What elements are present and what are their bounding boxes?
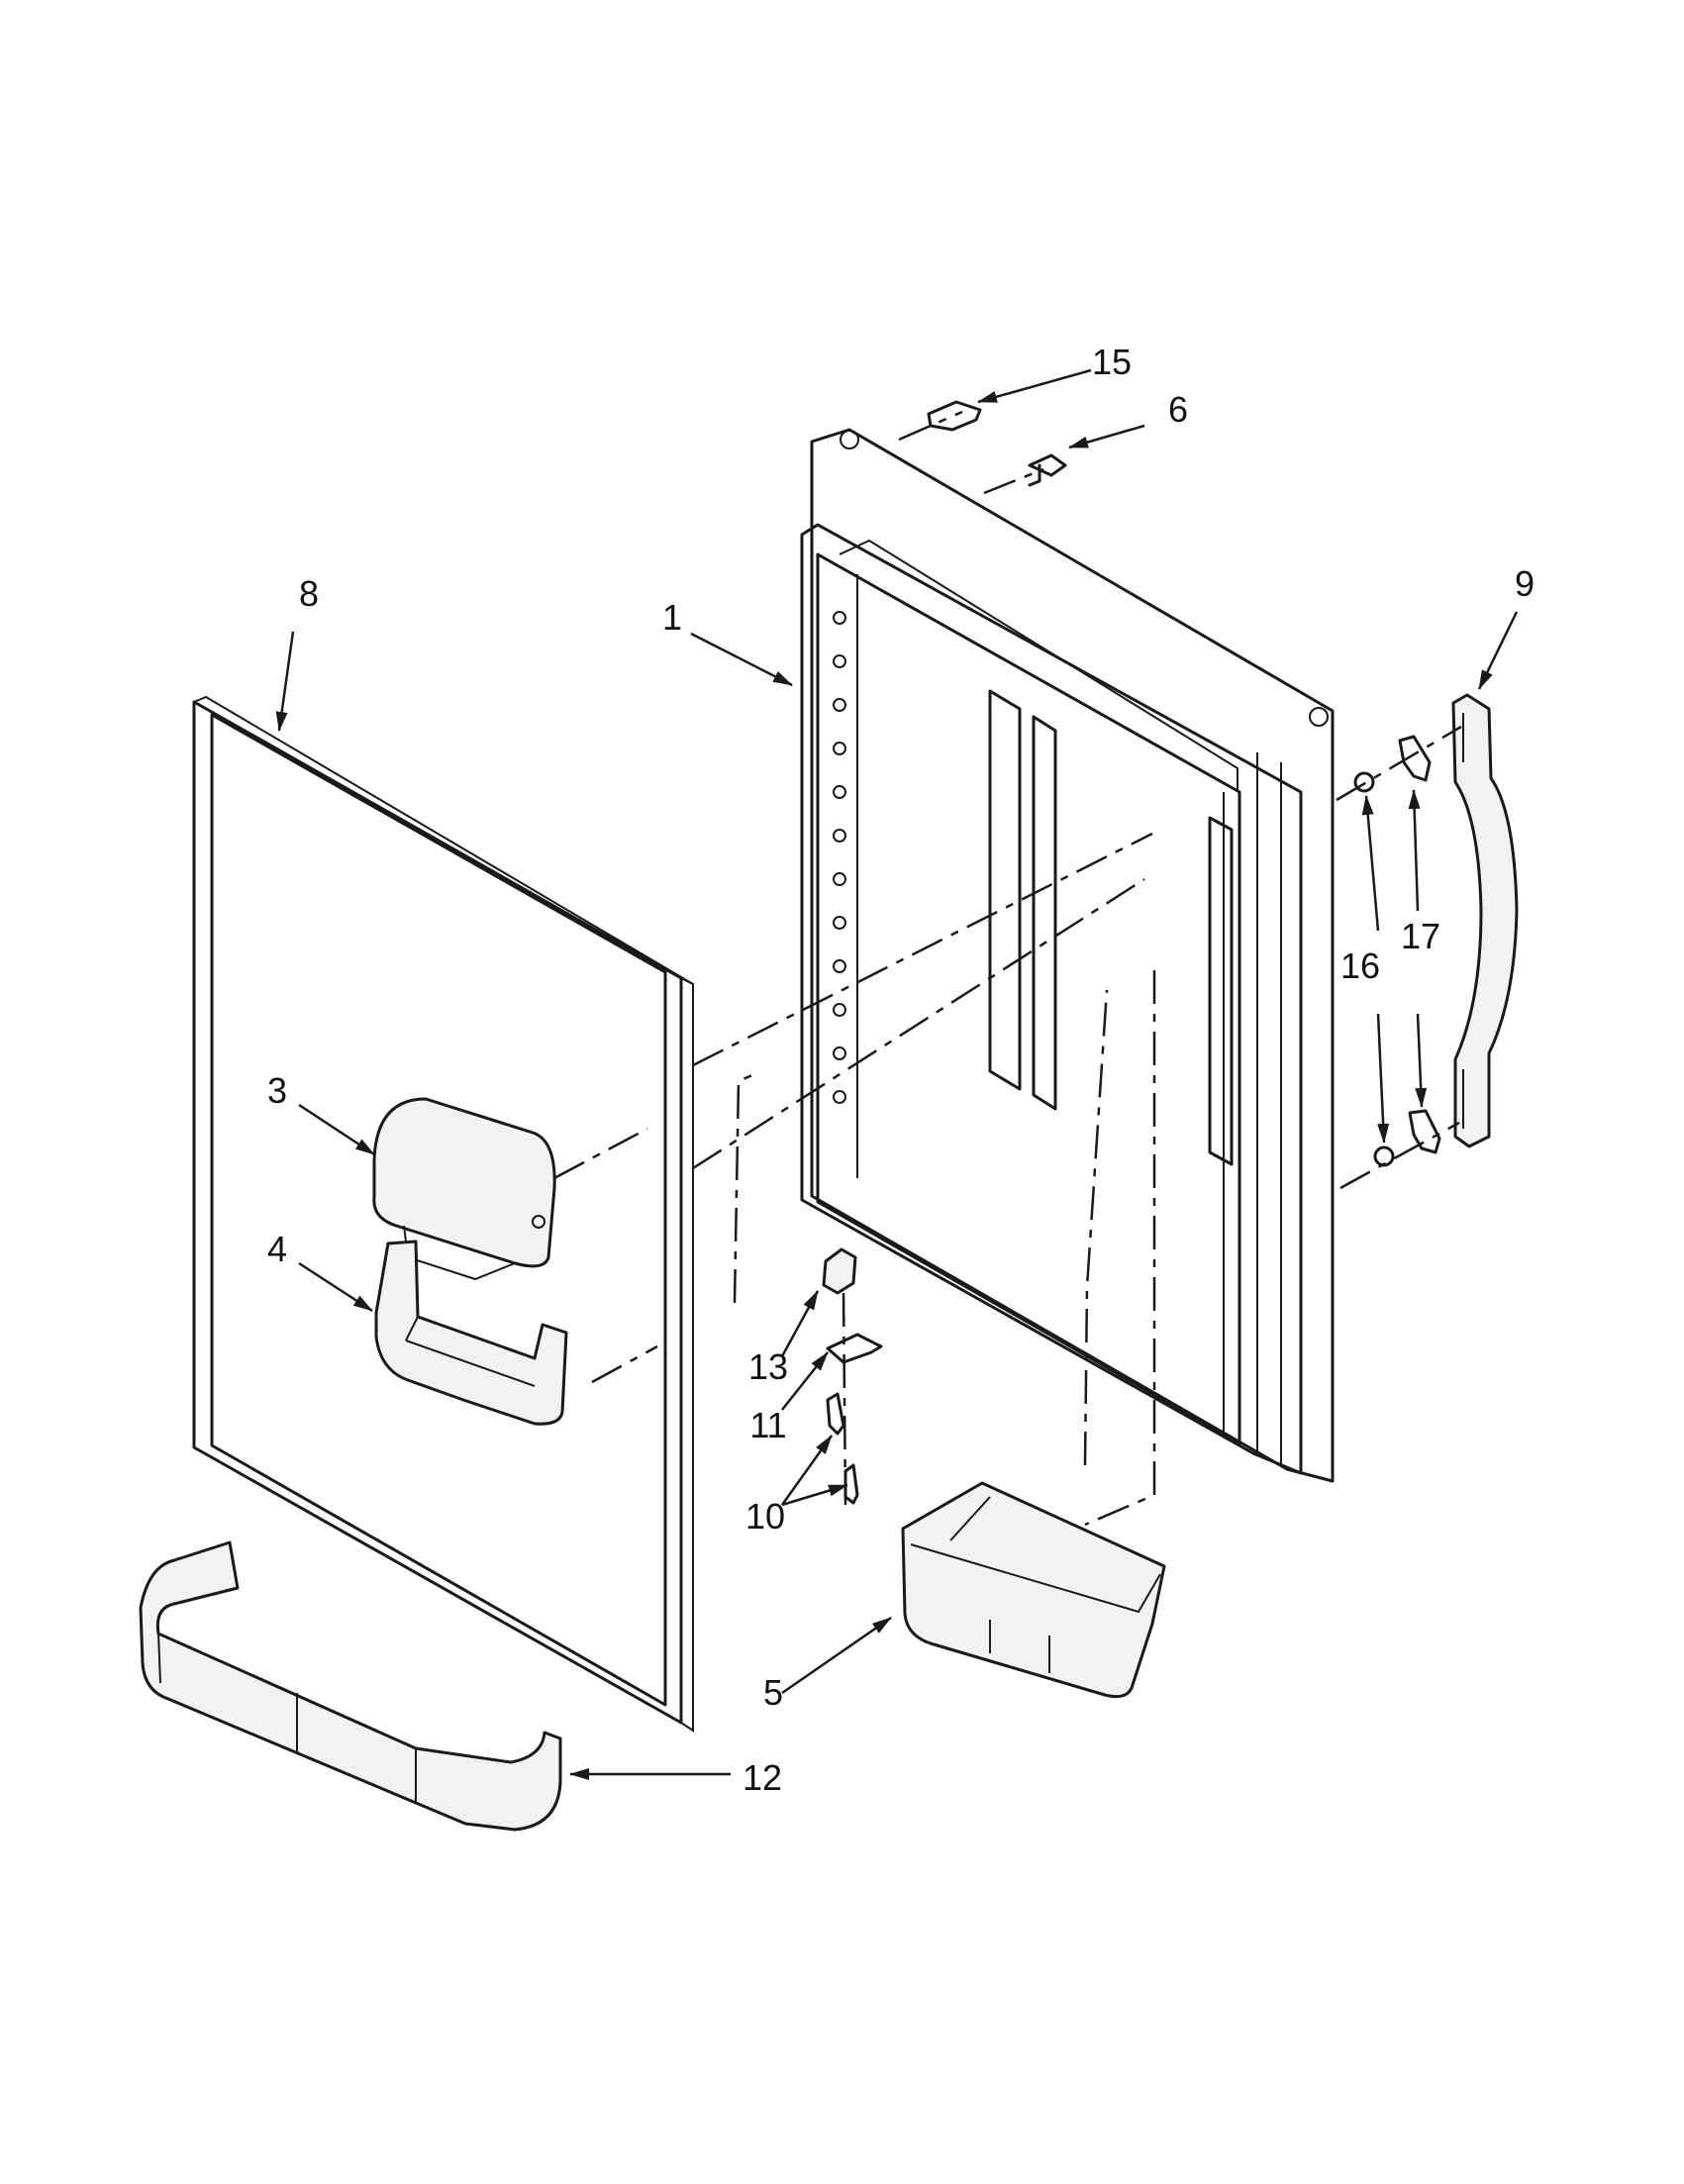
handle-clips	[1398, 735, 1441, 1154]
callout-9: 9	[1514, 563, 1535, 604]
callout-1: 1	[661, 597, 683, 638]
dispenser-shelf	[374, 1240, 568, 1426]
leader-arrows	[275, 368, 1519, 1780]
shelf-pegs	[833, 611, 846, 1104]
callout-8: 8	[298, 573, 320, 614]
callout-10: 10	[744, 1496, 786, 1537]
callout-3: 3	[266, 1070, 288, 1111]
door-panel	[192, 695, 694, 1733]
hinge-pin-cover	[927, 400, 982, 432]
callout-12: 15	[1091, 342, 1133, 382]
callout-16: 16	[1339, 945, 1381, 986]
callout-11: 11	[749, 1405, 787, 1445]
door-liner	[800, 428, 1335, 1483]
callout-15: 13	[747, 1346, 789, 1387]
hinge-pin-screw	[1028, 453, 1067, 487]
alignment-lines	[553, 410, 1462, 1527]
door-bin-right	[901, 1481, 1166, 1699]
door-handle	[1451, 693, 1519, 1148]
callout-4: 4	[266, 1229, 288, 1269]
callout-13: 12	[742, 1757, 783, 1798]
hinge-bracket-assembly	[822, 1247, 883, 1505]
callout-6: 6	[1167, 389, 1189, 430]
door-bin-bottom	[139, 1540, 562, 1832]
callout-5: 5	[762, 1672, 784, 1713]
callout-17: 17	[1400, 916, 1441, 956]
